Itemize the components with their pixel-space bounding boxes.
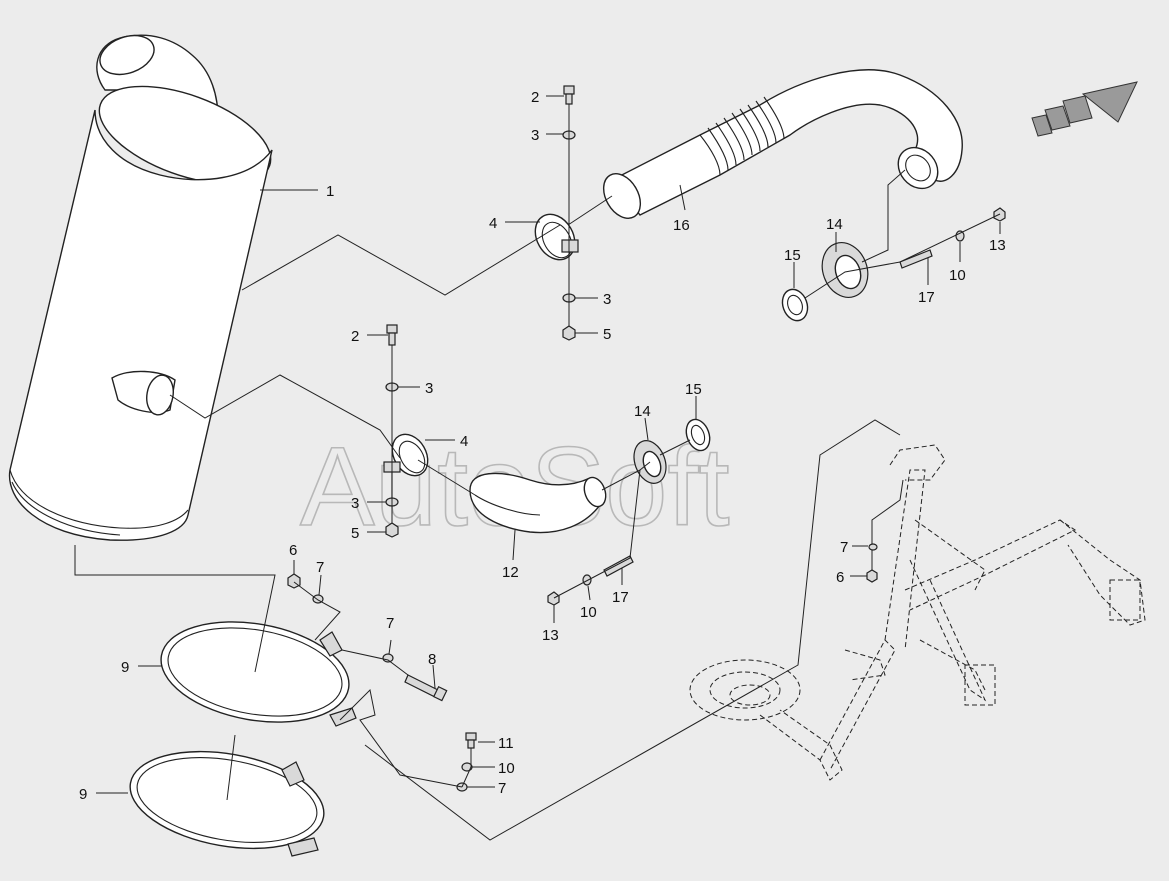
callout-10-bottom: 10: [498, 760, 515, 777]
callout-15-middle: 15: [685, 381, 702, 398]
callout-17-middle: 17: [612, 589, 629, 606]
callout-15-upper: 15: [784, 247, 801, 264]
exhaust-pipe-12: [469, 472, 607, 534]
washer-7-mid: [382, 653, 394, 663]
callout-14-middle: 14: [634, 403, 651, 420]
callout-3-upper-a: 3: [531, 127, 539, 144]
callout-9-upper: 9: [121, 659, 129, 676]
callout-3-lower-a: 3: [425, 380, 433, 397]
callout-6-left: 6: [289, 542, 297, 559]
callout-3-lower-b: 3: [351, 495, 359, 512]
lower-bolt: [386, 324, 398, 346]
callout-6-frame: 6: [836, 569, 844, 586]
callout-5-upper: 5: [603, 326, 611, 343]
callout-13-upper: 13: [989, 237, 1006, 254]
upper-clamp: [534, 213, 579, 261]
upper-bolt: [563, 85, 575, 105]
callout-14-upper: 14: [826, 216, 843, 233]
callout-12: 12: [502, 564, 519, 581]
callout-3-upper-b: 3: [603, 291, 611, 308]
muffler: [8, 34, 273, 541]
callout-1: 1: [326, 183, 334, 200]
washer-10-upper: [955, 230, 965, 242]
callout-2-upper: 2: [531, 89, 539, 106]
nut-13-middle: [547, 591, 560, 606]
lower-nut: [385, 522, 399, 538]
washer-7-frame: [868, 543, 878, 551]
callout-4-lower: 4: [460, 433, 468, 450]
callout-5-lower: 5: [351, 525, 359, 542]
stud-middle: [603, 555, 634, 577]
callout-17-upper: 17: [918, 289, 935, 306]
bolt-11: [465, 732, 477, 749]
callout-7-left: 7: [316, 559, 324, 576]
exhaust-pipe-16: [602, 69, 963, 219]
callout-11: 11: [498, 735, 514, 752]
upper-nut: [562, 325, 576, 341]
stud-upper: [899, 249, 933, 269]
callout-7-mid: 7: [386, 615, 394, 632]
washer-10-middle: [582, 574, 592, 586]
callout-16: 16: [673, 217, 690, 234]
nut-6-frame: [866, 569, 878, 583]
bolt-8: [404, 674, 448, 702]
mounting-frame: [689, 444, 1146, 781]
callout-7-frame: 7: [840, 539, 848, 556]
callout-10-upper: 10: [949, 267, 966, 284]
callout-8: 8: [428, 651, 436, 668]
callout-10-middle: 10: [580, 604, 597, 621]
nut-6-left: [287, 573, 301, 589]
callout-4-upper: 4: [489, 215, 497, 232]
gasket-upper: [781, 288, 809, 322]
callout-7-bottom: 7: [498, 780, 506, 797]
flange-upper: [821, 242, 869, 298]
callout-13-middle: 13: [542, 627, 559, 644]
callout-9-lower: 9: [79, 786, 87, 803]
direction-arrow-icon: [1031, 81, 1138, 137]
callout-2-lower: 2: [351, 328, 359, 345]
